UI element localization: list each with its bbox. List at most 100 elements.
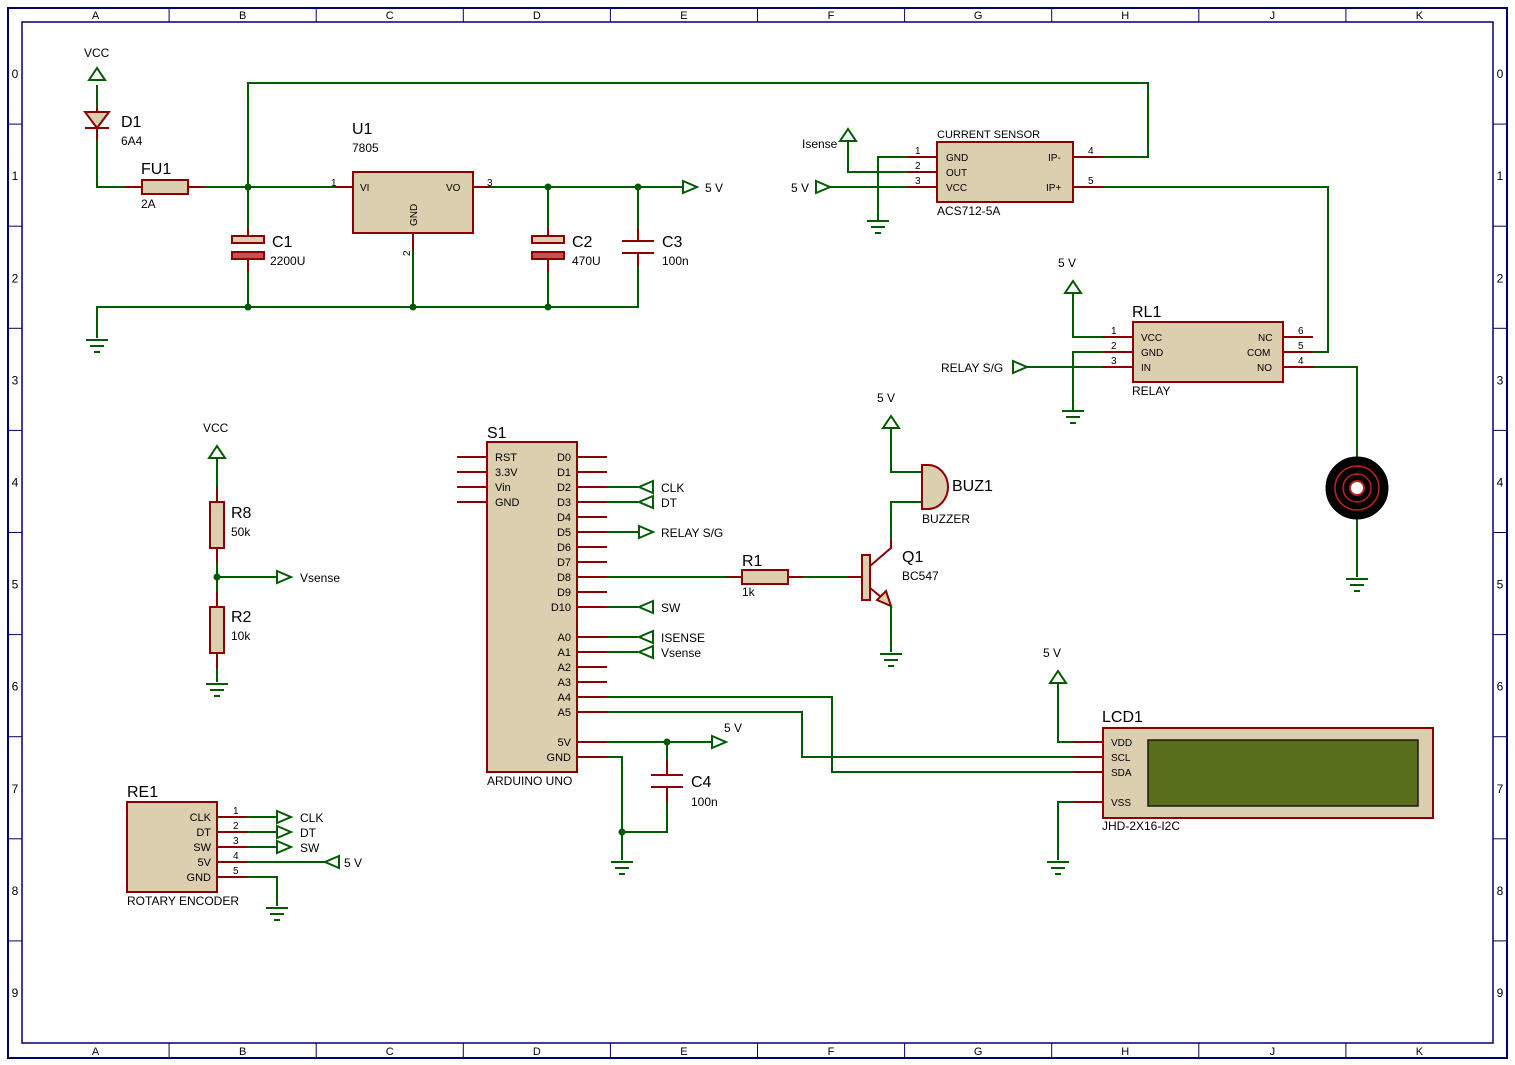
re-net-five-v: 5 V: [344, 856, 362, 870]
ground-icon: [266, 907, 288, 921]
rl1-pin-number-5: 5: [1298, 341, 1304, 352]
capacitor-c3[interactable]: [622, 228, 654, 266]
encoder-pin-number: 3: [233, 836, 239, 847]
s1-ref: S1: [487, 425, 507, 442]
r8-net-label: VCC: [203, 421, 229, 435]
arduino-pin-label: D1: [557, 467, 571, 479]
frame-column-label: J: [1270, 1046, 1276, 1058]
resistor-r2[interactable]: [209, 592, 225, 668]
rl1-input-net: RELAY S/G: [941, 361, 1003, 375]
encoder-pin-number: 2: [233, 821, 239, 832]
rl1-pin-vcc: VCC: [1141, 333, 1162, 344]
lcd-pin-vss: VSS: [1111, 798, 1131, 809]
current-sensor-acs712[interactable]: GND OUT VCC IP- IP+ 1 2 3 4 5: [907, 141, 1103, 203]
encoder-pin-label: CLK: [190, 812, 212, 824]
rl1-ref: RL1: [1132, 304, 1161, 321]
acs-pin-number-4: 4: [1088, 146, 1094, 157]
re-clk-terminal-icon: [276, 809, 294, 825]
rl1-pin-number-3: 3: [1111, 356, 1117, 367]
arduino-pin-label: D10: [551, 602, 571, 614]
ground-icon: [206, 683, 228, 697]
rl1-pin-number-6: 6: [1298, 326, 1304, 337]
re1-ref: RE1: [127, 784, 158, 801]
arduino-pin-label: GND: [495, 497, 520, 509]
r2-ref: R2: [231, 609, 252, 626]
c1-ref: C1: [272, 234, 293, 251]
frame-column-label: F: [828, 1046, 835, 1058]
frame-column-label: B: [239, 10, 246, 22]
regulator-u1[interactable]: VI VO GND 1 3 2: [331, 171, 493, 256]
fu1-ref: FU1: [141, 161, 171, 178]
capacitor-c1[interactable]: [231, 228, 265, 272]
rl1-supply-net: 5 V: [1058, 256, 1076, 270]
frame-row-label: 4: [1497, 475, 1504, 489]
arduino-pin-label: D9: [557, 587, 571, 599]
arduino-net-sw: SW: [661, 601, 681, 615]
frame-column-label: H: [1121, 10, 1129, 22]
rl1-pin-number-2: 2: [1111, 341, 1117, 352]
c3-ref: C3: [662, 234, 683, 251]
arduino-net-relay: RELAY S/G: [661, 526, 723, 540]
arduino-pin-label: D7: [557, 557, 571, 569]
transistor-q1[interactable]: [848, 540, 893, 608]
rl1-pin-nc: NC: [1258, 333, 1272, 344]
arduino-five-v-net: 5 V: [724, 721, 742, 735]
buzzer-supply-terminal-icon: [881, 414, 901, 429]
isense-input-terminal-icon: [636, 629, 654, 645]
ground-icon: [880, 653, 902, 667]
capacitor-c2[interactable]: [531, 228, 565, 272]
ground-icon: [1047, 861, 1069, 875]
encoder-pin-number: 5: [233, 866, 239, 877]
c4-value: 100n: [691, 795, 718, 809]
rl1-pin-com: COM: [1247, 348, 1270, 359]
diode-d1[interactable]: [83, 108, 111, 140]
frame-column-label: G: [974, 1046, 983, 1058]
arduino-pin-label: A0: [558, 632, 571, 644]
acs-isense-net: Isense: [802, 137, 838, 151]
arduino-pin-label: A5: [558, 707, 571, 719]
arduino-pin-label: 5V: [558, 737, 572, 749]
r2-value: 10k: [231, 629, 251, 643]
c2-value: 470U: [572, 254, 601, 268]
sw-terminal-icon: [636, 599, 654, 615]
arduino-pin-label: D8: [557, 572, 571, 584]
lcd-lcd1[interactable]: VDD SCL SDA VSS: [1073, 727, 1434, 819]
frame-row-label: 7: [1497, 782, 1504, 796]
dt-terminal-icon: [636, 494, 654, 510]
frame-column-label: E: [680, 1046, 687, 1058]
lcd1-value: JHD-2X16-I2C: [1102, 819, 1180, 833]
arduino-pin-label: D2: [557, 482, 571, 494]
re-net-sw: SW: [300, 841, 320, 855]
vsense-input-terminal-icon: [636, 644, 654, 660]
vsense-net: Vsense: [300, 571, 340, 585]
frame-column-label: H: [1121, 1046, 1129, 1058]
relay-rl1[interactable]: VCC GND IN NC COM NO 1 2 3 6 5 4: [1103, 321, 1313, 383]
re-sw-terminal-icon: [276, 839, 294, 855]
u1-pin-3: 3: [487, 178, 493, 189]
c1-value: 2200U: [270, 254, 305, 268]
re-dt-terminal-icon: [276, 824, 294, 840]
lcd1-ref: LCD1: [1102, 709, 1143, 726]
frame-column-label: D: [533, 10, 541, 22]
resistor-r8[interactable]: [209, 487, 225, 563]
lcd-pin-vdd: VDD: [1111, 738, 1132, 749]
fuse-fu1[interactable]: [125, 179, 205, 195]
motor-icon[interactable]: [1325, 456, 1389, 520]
frame-row-label: 0: [1497, 67, 1504, 81]
ground-icon: [1346, 578, 1368, 592]
vcc-terminal-icon: [87, 66, 107, 81]
resistor-r1[interactable]: [727, 569, 803, 585]
buzzer-buz1[interactable]: [921, 464, 949, 510]
frame-row-label: 6: [1497, 680, 1504, 694]
capacitor-c4[interactable]: [651, 760, 683, 802]
frame-row-label: 9: [1497, 986, 1504, 1000]
arduino-net-dt: DT: [661, 496, 678, 510]
encoder-pin-number: 1: [233, 806, 239, 817]
arduino-pin-label: A3: [558, 677, 571, 689]
frame-row-label: 2: [1497, 271, 1504, 285]
relay-supply-terminal-icon: [1063, 279, 1083, 294]
acs-value: ACS712-5A: [937, 204, 1000, 218]
frame-column-label: C: [386, 10, 394, 22]
